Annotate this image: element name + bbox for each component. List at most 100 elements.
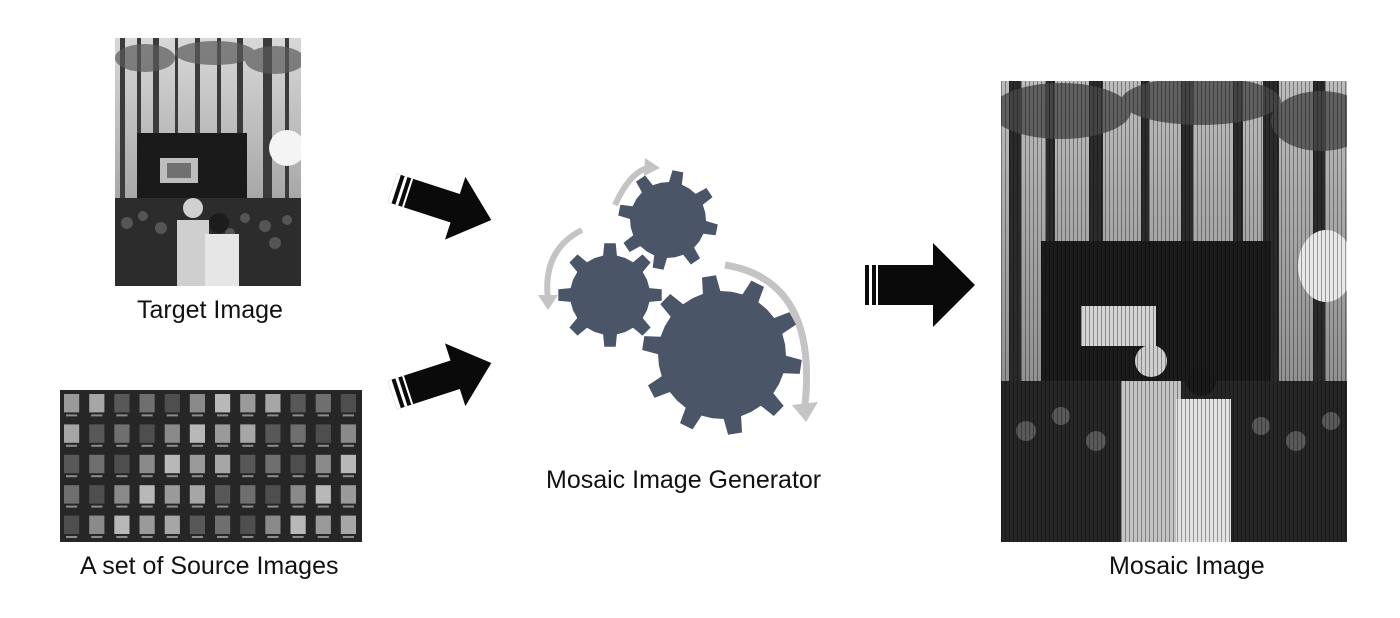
mosaic-image-label: Mosaic Image: [1109, 552, 1265, 580]
source-thumbnail: [114, 454, 130, 474]
source-thumbnail: [89, 515, 105, 534]
source-thumbnail: [139, 394, 155, 413]
thumbnail-caption: [191, 475, 203, 478]
source-thumbnail: [89, 485, 105, 504]
thumbnail-caption: [267, 505, 279, 508]
mosaic-image: [1001, 81, 1347, 542]
source-thumbnail: [139, 485, 155, 504]
thumbnail-caption: [191, 536, 203, 538]
thumbnail-caption: [317, 444, 329, 447]
source-thumbnail: [164, 485, 180, 504]
source-thumbnail: [89, 394, 105, 413]
source-thumbnail: [164, 454, 180, 474]
source-thumbnail: [240, 394, 256, 413]
thumbnail-caption: [141, 444, 153, 447]
flow-arrow-right: [855, 240, 980, 330]
thumbnail-caption: [317, 536, 329, 538]
source-thumbnail: [189, 394, 205, 413]
source-thumbnail: [265, 424, 281, 443]
flow-arrow-bottom: [378, 335, 500, 425]
source-thumbnail: [139, 515, 155, 534]
source-thumbnail: [215, 454, 231, 474]
thumbnail-caption: [166, 414, 178, 417]
gears-illustration: [520, 150, 840, 440]
generator-label: Mosaic Image Generator: [546, 466, 822, 494]
thumbnail-caption: [91, 505, 103, 508]
thumbnail-caption: [116, 536, 128, 538]
thumbnail-caption: [242, 414, 254, 417]
source-thumbnail: [340, 515, 356, 534]
source-thumbnail: [315, 454, 331, 474]
thumbnail-caption: [141, 505, 153, 508]
thumbnail-caption: [66, 444, 78, 447]
thumbnail-caption: [242, 475, 254, 478]
thumbnail-caption: [217, 444, 229, 447]
source-thumbnail: [340, 424, 356, 443]
source-thumbnail: [189, 515, 205, 534]
source-thumbnail: [64, 485, 80, 504]
thumbnail-caption: [267, 475, 279, 478]
source-thumbnail: [139, 454, 155, 474]
thumbnail-caption: [191, 444, 203, 447]
source-thumbnail: [64, 424, 80, 443]
gear-icon: [558, 243, 662, 347]
source-thumbnail: [265, 515, 281, 534]
source-thumbnail: [215, 394, 231, 413]
thumbnail-caption: [191, 414, 203, 417]
source-thumbnail: [215, 485, 231, 504]
source-thumbnail: [89, 454, 105, 474]
thumbnail-caption: [217, 414, 229, 417]
thumbnail-caption: [116, 414, 128, 417]
source-thumbnail: [290, 394, 306, 413]
thumbnail-caption: [292, 505, 304, 508]
thumbnail-caption: [141, 414, 153, 417]
thumbnail-caption: [342, 505, 354, 508]
thumbnail-caption: [166, 475, 178, 478]
thumbnail-caption: [217, 536, 229, 538]
flow-arrow-top: [378, 158, 500, 248]
source-thumbnail: [164, 424, 180, 443]
source-thumbnail: [265, 454, 281, 474]
curved-arrow-icon: [644, 158, 660, 176]
thumbnail-caption: [116, 444, 128, 447]
thumbnail-caption: [166, 536, 178, 538]
thumbnail-caption: [342, 444, 354, 447]
thumbnail-caption: [267, 444, 279, 447]
target-image: [115, 38, 301, 286]
thumbnail-caption: [116, 475, 128, 478]
source-thumbnail: [290, 424, 306, 443]
source-thumbnail: [89, 424, 105, 443]
source-thumbnail: [315, 394, 331, 413]
source-thumbnail: [215, 424, 231, 443]
thumbnail-caption: [242, 536, 254, 538]
source-thumbnail: [215, 515, 231, 534]
thumbnail-caption: [141, 475, 153, 478]
source-thumbnail: [290, 485, 306, 504]
source-thumbnail: [240, 424, 256, 443]
thumbnail-caption: [66, 414, 78, 417]
curved-arrow-icon: [724, 261, 811, 406]
source-thumbnail: [64, 454, 80, 474]
thumbnail-caption: [91, 414, 103, 417]
thumbnail-caption: [166, 444, 178, 447]
thumbnail-caption: [217, 475, 229, 478]
curved-arrow-icon: [538, 295, 558, 310]
source-thumbnail: [64, 515, 80, 534]
thumbnail-caption: [141, 536, 153, 538]
source-thumbnail: [240, 454, 256, 474]
thumbnail-caption: [91, 475, 103, 478]
thumbnail-caption: [342, 536, 354, 538]
thumbnail-caption: [91, 444, 103, 447]
source-thumbnail: [240, 485, 256, 504]
source-thumbnail: [164, 515, 180, 534]
source-thumbnail: [114, 394, 130, 413]
target-image-label: Target Image: [137, 296, 283, 324]
source-thumbnail: [290, 454, 306, 474]
source-thumbnail: [114, 485, 130, 504]
thumbnail-caption: [292, 444, 304, 447]
gear-icon: [618, 170, 718, 270]
thumbnail-caption: [66, 505, 78, 508]
curved-arrow-icon: [792, 402, 818, 422]
thumbnail-caption: [191, 505, 203, 508]
striped-block-arrow-icon: [387, 343, 492, 410]
